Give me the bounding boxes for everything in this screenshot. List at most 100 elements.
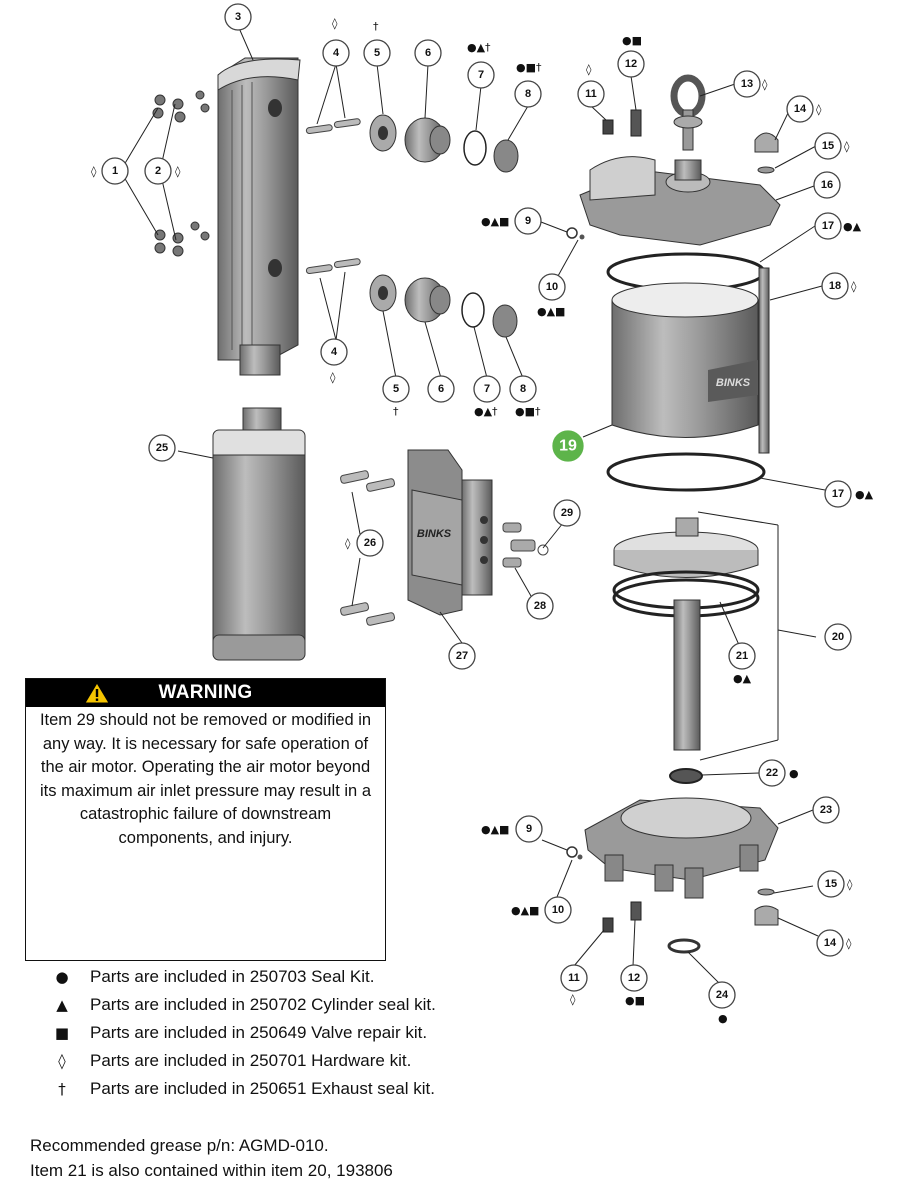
svg-text:4: 4 [331,346,338,358]
callout-15a: 15 [814,132,842,160]
svg-text:11: 11 [585,88,597,100]
legend-text: Parts are included in 250702 Cylinder se… [90,995,436,1014]
sym-10a: ●▲■ [537,305,565,318]
svg-text:14: 14 [824,937,837,949]
sym-24: ● [718,1012,728,1025]
kit-legend: ●Parts are included in 250703 Seal Kit. … [40,963,500,1103]
legend-row: ■Parts are included in 250649 Valve repa… [40,1019,500,1047]
callout-4a: 4 [322,39,350,67]
callout-12a: 12 [617,50,645,78]
legend-row: ◊ Parts are included in 250701 Hardware k… [40,1047,500,1075]
warning-header: WARNING [26,679,385,707]
sym-7a: ●▲† [467,41,491,54]
legend-row: ▲Parts are included in 250702 Cylinder s… [40,991,500,1019]
callout-29: 29 [553,499,581,527]
callout-8b: 8 [509,375,537,403]
sym-1: ◊ [91,165,97,178]
svg-text:1: 1 [112,165,118,177]
svg-text:4: 4 [333,47,340,59]
callout-13: 13 [733,70,761,98]
svg-text:7: 7 [478,69,484,81]
svg-text:14: 14 [794,103,807,115]
part-4-pins [305,118,361,275]
seal-kit-bullet-icon: ● [55,968,69,986]
callout-22: 22 [758,759,786,787]
callout-11b: 11 [560,964,588,992]
part-23-base [584,797,779,899]
callout-24: 24 [708,981,736,1009]
part-14-15-nuts-bottom [754,888,779,926]
svg-text:20: 20 [832,631,844,643]
callout-2: 2 [144,157,172,185]
sym-26: ◊ [345,537,351,550]
svg-text:18: 18 [829,280,841,292]
callout-5b: 5 [382,375,410,403]
callout-10a: 10 [538,273,566,301]
callout-14b: 14 [816,929,844,957]
svg-text:24: 24 [716,989,729,1001]
svg-text:8: 8 [525,88,531,100]
svg-text:26: 26 [364,537,376,549]
sym-14a: ◊ [816,103,822,116]
svg-text:11: 11 [568,972,580,984]
callout-7b: 7 [473,375,501,403]
callout-15b: 15 [817,870,845,898]
legend-text: Parts are included in 250703 Seal Kit. [90,967,375,986]
callout-16: 16 [813,171,841,199]
svg-text:15: 15 [825,878,837,890]
svg-text:19: 19 [559,438,577,455]
svg-text:17: 17 [822,220,834,232]
svg-text:6: 6 [425,47,431,59]
callout-4b: 4 [320,338,348,366]
part-5-8-exhaust-set-bottom [369,274,518,338]
callout-6a: 6 [414,39,442,67]
callout-17a: 17 [814,212,842,240]
warning-triangle-icon [84,682,110,704]
part-9-10-oring-top [566,227,585,240]
part-22-seal [669,768,703,784]
item21-note: Item 21 is also contained within item 20… [30,1161,393,1180]
leader-lines [123,27,826,984]
callout-11a: 11 [577,80,605,108]
part-13-eye-bolt [670,74,706,151]
legend-text: Parts are included in 250701 Hardware ki… [90,1051,412,1070]
callout-12b: 12 [620,964,648,992]
sym-18: ◊ [851,280,857,293]
sym-15b: ◊ [847,878,853,891]
callout-27: 27 [448,642,476,670]
part-18-tie-rod [758,267,770,454]
hardware-diamond-icon: ◊ [58,1052,66,1070]
sym-11a: ◊ [586,63,592,76]
sym-17b: ●▲ [855,488,874,501]
svg-text:12: 12 [628,972,640,984]
part-14-15-nuts-top [754,132,779,174]
legend-row: †Parts are included in 250651 Exhaust se… [40,1075,500,1103]
grease-note: Recommended grease p/n: AGMD-010. [30,1136,329,1155]
sym-5b: † [393,405,399,418]
callout-6b: 6 [427,375,455,403]
callout-17b: 17 [824,480,852,508]
sym-9b: ●▲■ [481,823,509,836]
callout-9a: 9 [514,207,542,235]
sym-5a: † [373,20,379,33]
part-19-cylinder: BINKS [611,282,759,438]
legend-text: Parts are included in 250649 Valve repai… [90,1023,428,1042]
part-9-10-oring-bottom [566,846,583,860]
sym-13: ◊ [762,78,768,91]
sym-22: ● [789,767,799,780]
brand-label-valve: BINKS [417,528,452,540]
svg-text:6: 6 [438,383,444,395]
callout-3: 3 [224,3,252,31]
part-24-seal [667,938,701,954]
sym-10b: ●▲■ [511,904,539,917]
sym-4a: ◊ [332,17,338,30]
legend-row: ● Parts are included in 250703 Seal Kit. [40,963,500,991]
callout-26: 26 [356,529,384,557]
warning-title: WARNING [158,682,253,703]
callout-5a: 5 [363,39,391,67]
svg-text:5: 5 [393,383,399,395]
sym-11b: ◊ [570,993,576,1006]
callout-20: 20 [824,623,852,651]
warning-text: Item 29 should not be removed or modifie… [39,711,372,847]
svg-text:9: 9 [526,823,532,835]
